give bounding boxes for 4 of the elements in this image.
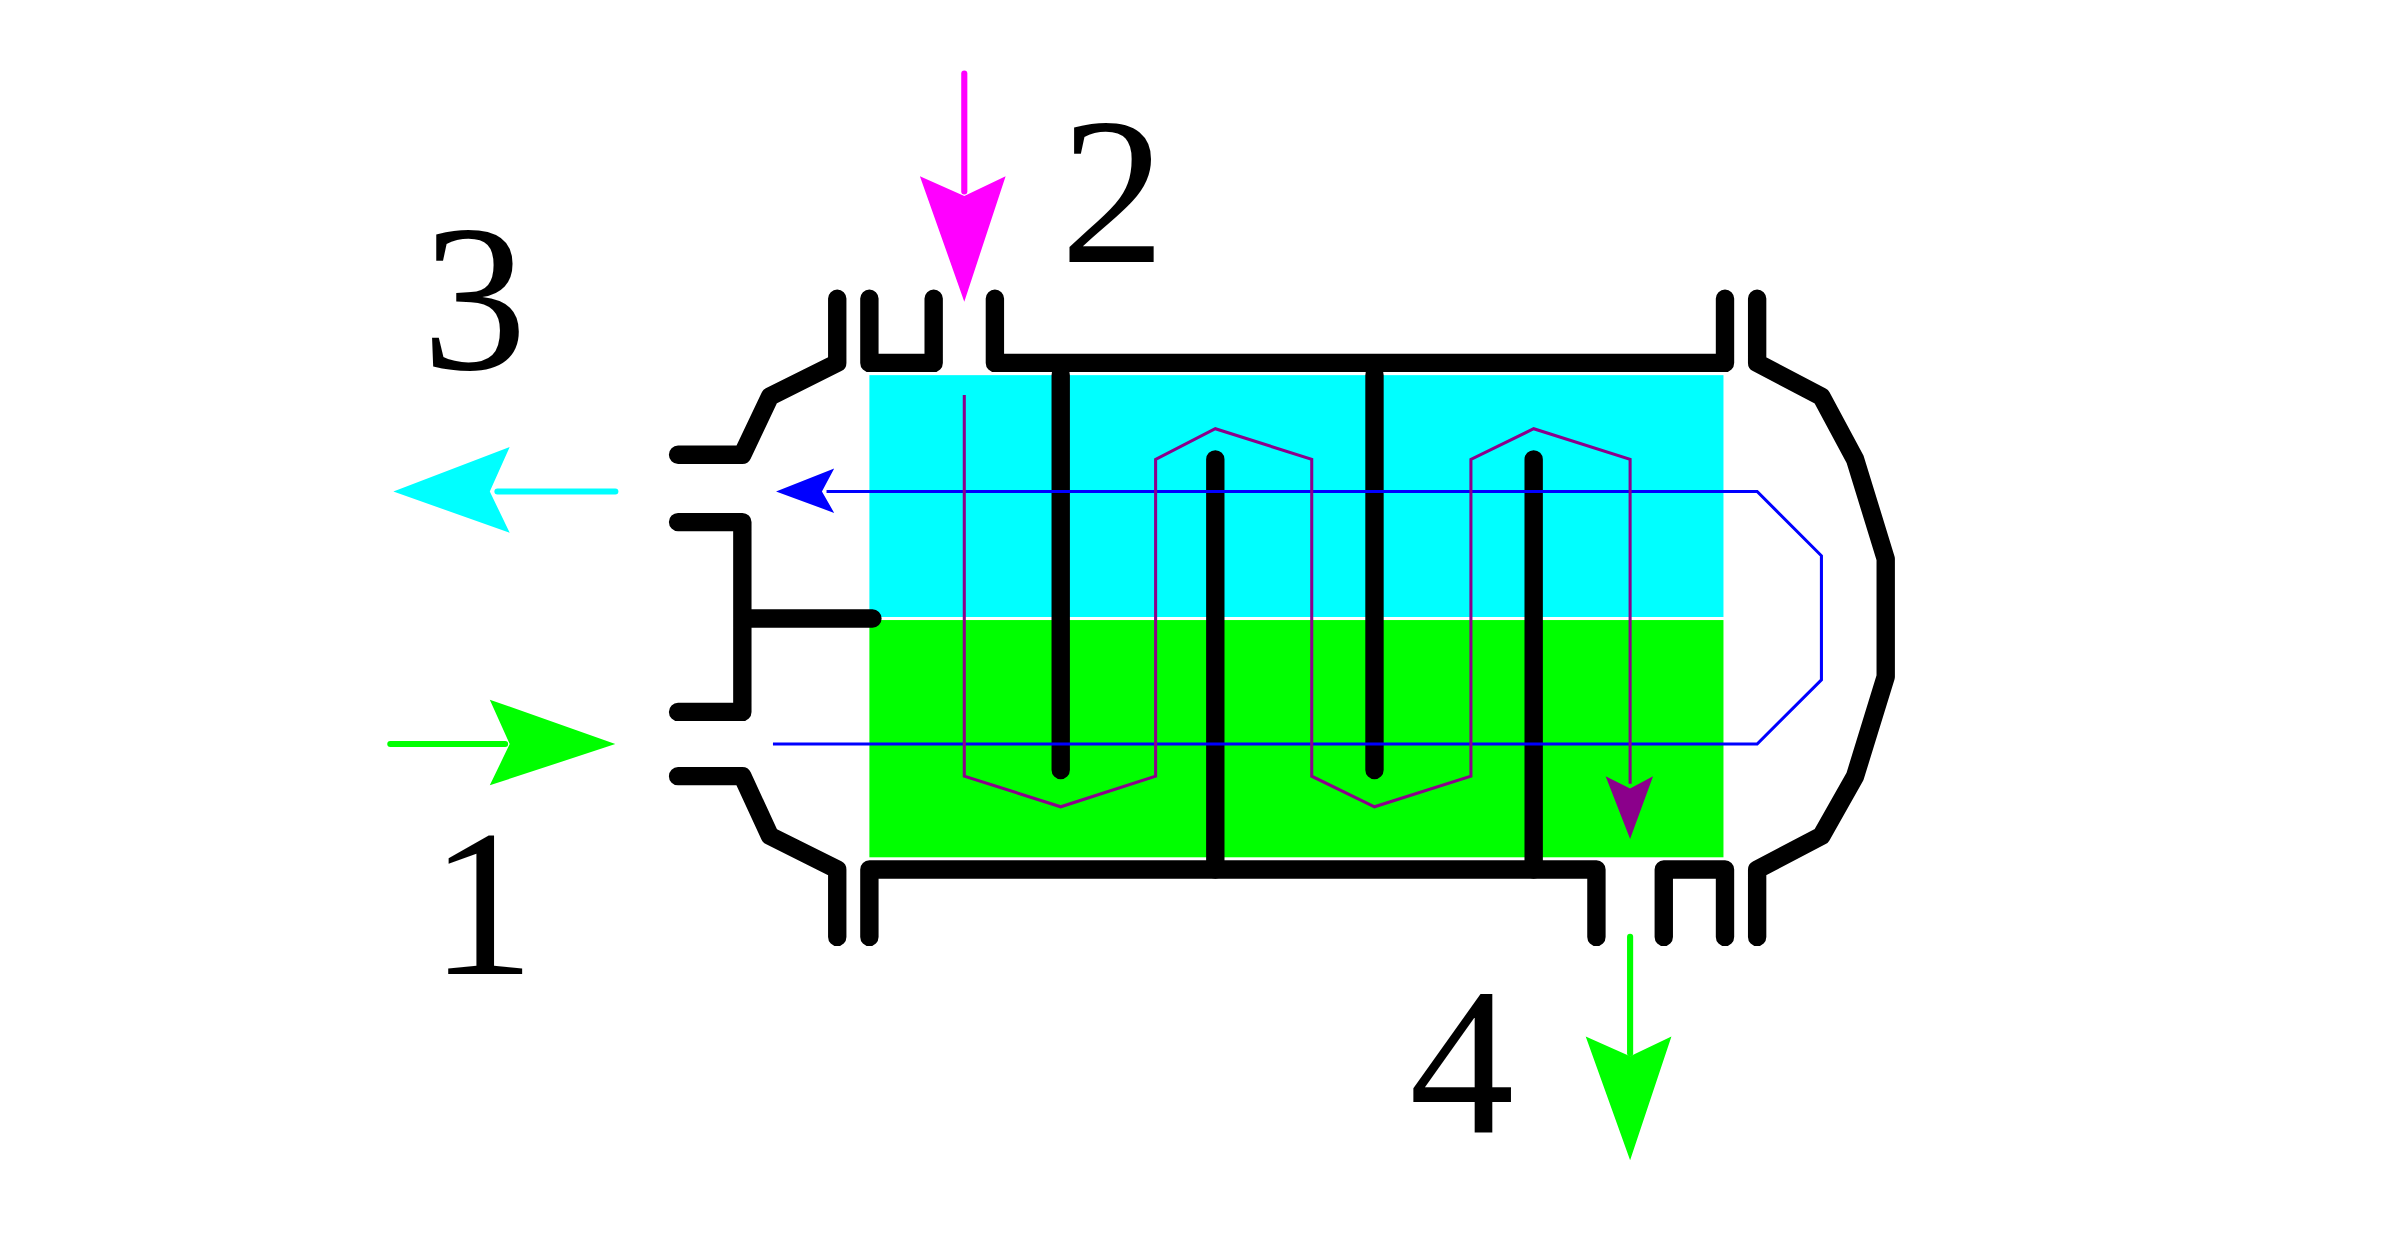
callout-number: 1 bbox=[429, 798, 535, 1009]
callout-number: 4 bbox=[1409, 955, 1515, 1166]
callout-number: 3 bbox=[422, 193, 527, 404]
callout-number: 2 bbox=[1060, 86, 1166, 297]
